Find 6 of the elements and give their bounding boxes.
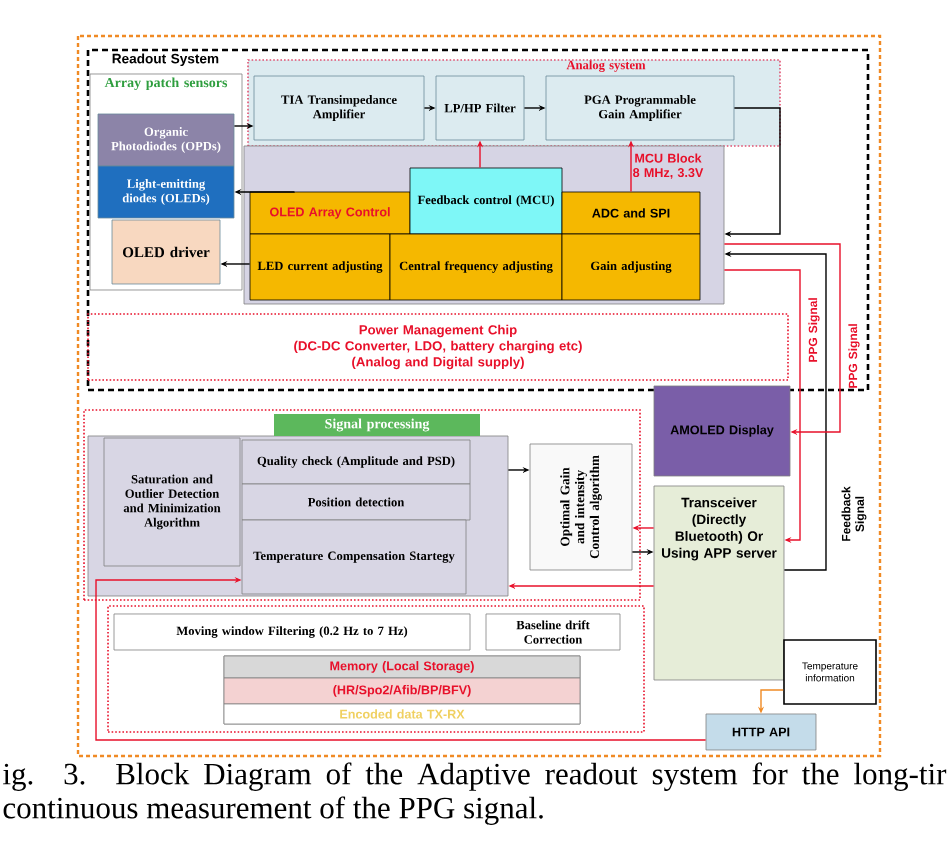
arrow <box>95 576 707 741</box>
dotted-frame <box>107 605 645 733</box>
caption: ig. 3. Block Diagram of the Adaptive readout system for the long-tir continuous measurement of the PPG signal. <box>3 762 947 825</box>
dotted-frame <box>83 409 641 601</box>
arrow <box>723 269 801 544</box>
arrow <box>723 243 841 436</box>
